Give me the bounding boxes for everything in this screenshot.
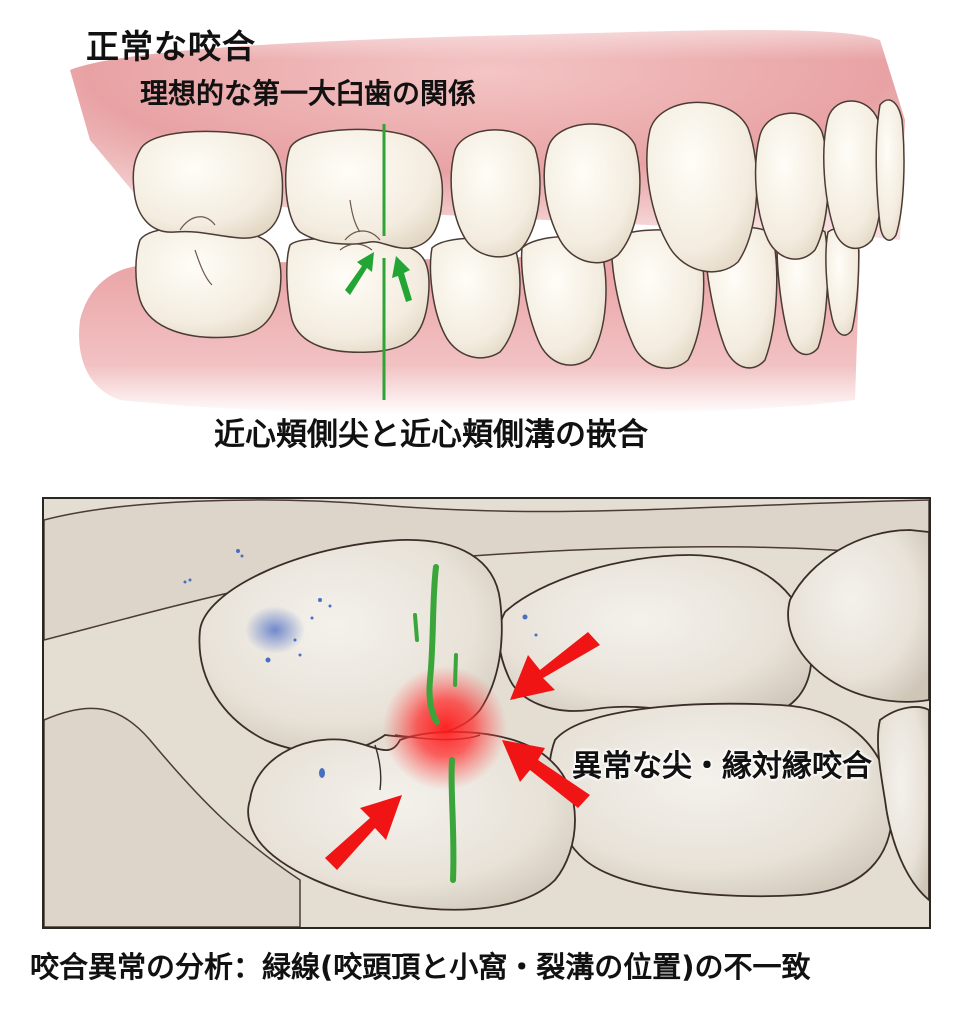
stain-cluster — [245, 606, 305, 654]
molar-grooves — [179, 199, 381, 286]
malocclusion-analysis-caption: 咬合異常の分析：緑線(咬頭頂と小窩・裂溝の位置)の不一致 — [30, 950, 811, 984]
lower-molar — [247, 730, 576, 911]
arrow-lower-left-icon — [325, 795, 402, 870]
red-arrows — [325, 632, 600, 870]
normal-occlusion-illustration — [60, 0, 920, 415]
arrow-left-icon — [345, 252, 374, 295]
arrow-right-icon — [392, 256, 412, 302]
arrow-lower-right-icon — [502, 740, 590, 808]
contact-highlight — [383, 666, 507, 790]
stain-dots — [183, 549, 538, 778]
normal-occlusion-title: 正常な咬合 — [86, 27, 256, 66]
cusp-groove-caption: 近心頬側尖と近心頬側溝の嵌合 — [214, 417, 648, 453]
lower-panel-right-teeth — [498, 529, 929, 902]
arrow-upper-right-icon — [510, 632, 600, 700]
ideal-molar-relation-subtitle: 理想的な第一大臼歯の関係 — [140, 77, 477, 110]
upper-teeth — [132, 99, 905, 273]
alignment-lines — [413, 564, 458, 883]
abnormal-contact-callout: 異常な尖・縁対縁咬合 — [572, 749, 872, 784]
